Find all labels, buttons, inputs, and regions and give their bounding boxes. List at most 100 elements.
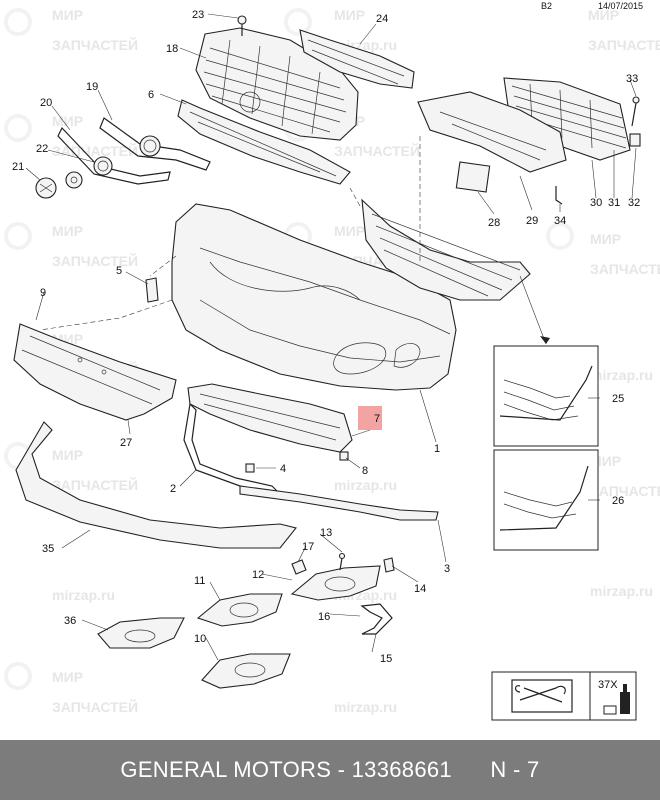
deflector-29 (417, 91, 567, 173)
part-label-8: 8 (362, 465, 368, 477)
part-label-11: 11 (194, 575, 205, 587)
footer-caption: GENERAL MOTORS - 13368661 N - 7 (0, 740, 660, 800)
watermark-line2: ЗАПЧАСТЕЙ (52, 36, 138, 53)
emblem-ring (139, 135, 161, 157)
emblem-21 (35, 171, 83, 199)
bracket-28 (455, 161, 491, 193)
part-label-19: 19 (86, 81, 98, 93)
fog-lamp-bezel-12 (290, 565, 381, 601)
part-label-34: 34 (554, 215, 566, 227)
watermark-line2: ЗАПЧАСТЕЙ (52, 698, 138, 715)
part-label-18: 18 (166, 43, 178, 55)
leader-lines (25, 13, 637, 661)
part-label-27: 27 (120, 437, 132, 449)
part-label-30: 30 (590, 197, 602, 209)
diagram-code: B2 (541, 1, 552, 11)
watermark-site: mirzap.ru (590, 367, 653, 383)
watermark-site: mirzap.ru (52, 587, 115, 603)
watermark-line1: МИР (52, 447, 83, 463)
fog-lamp-bezel-36 (97, 617, 185, 649)
part-label-17: 17 (302, 541, 314, 553)
part-label-12: 12 (252, 569, 264, 581)
part-label-13: 13 (320, 527, 332, 539)
watermark-line1: МИР (52, 7, 83, 23)
part-label-36: 36 (64, 615, 76, 627)
watermark-line2: ЗАПЧАСТЕЙ (52, 476, 138, 493)
bumper-fascia (39, 203, 457, 391)
part-label-28: 28 (488, 217, 500, 229)
legend-quantity: 37X (598, 679, 618, 691)
watermark-line1: МИР (52, 669, 83, 685)
watermark-site: mirzap.ru (334, 699, 397, 715)
part-label-35: 35 (42, 543, 54, 555)
parts-diagram: МИР ЗАПЧАСТЕЙ МИР mirzap.ru МИР ЗАПЧАСТЕ… (4, 1, 660, 721)
grille-insert (177, 91, 351, 185)
emblem-22 (93, 156, 113, 176)
fog-lamp-bezel-11 (196, 593, 283, 627)
part-label-20: 20 (40, 97, 52, 109)
watermark-line1: МИР (334, 7, 365, 23)
diagram-date: 14/07/2015 (598, 1, 643, 11)
grille-shutter-24 (299, 29, 415, 89)
lower-grille (349, 136, 531, 301)
part-label-26: 26 (612, 495, 624, 507)
legend-box: 37X (491, 671, 637, 721)
watermark-line1: МИР (52, 113, 83, 129)
trim-strip-3 (239, 485, 439, 521)
part-label-31: 31 (608, 197, 620, 209)
part-label-5: 5 (116, 265, 122, 277)
watermark-line2: ЗАПЧАСТЕЙ (590, 482, 660, 499)
fog-lamp-bezel-10 (201, 653, 291, 689)
fog-trim-16 (360, 603, 393, 635)
part-label-1: 1 (434, 443, 440, 455)
watermark-line2: ЗАПЧАСТЕЙ (52, 252, 138, 269)
part-label-7: 7 (374, 413, 380, 425)
part-label-3: 3 (444, 563, 450, 575)
part-label-16: 16 (318, 611, 330, 623)
watermark-line2: ЗАПЧАСТЕЙ (334, 142, 420, 159)
clip-32 (629, 133, 641, 147)
part-label-21: 21 (12, 161, 24, 173)
part-label-9: 9 (40, 287, 46, 299)
arrow-head-icon (540, 336, 550, 344)
part-label-32: 32 (628, 197, 640, 209)
clip-34 (555, 186, 563, 205)
part-labels: 7 1 2 3 4 5 6 8 9 10 11 12 13 14 15 16 1… (12, 9, 640, 665)
highlighted-part-box (358, 406, 382, 430)
watermark-line1: МИР (52, 223, 83, 239)
part-label-25: 25 (612, 393, 624, 405)
upper-grille (195, 27, 359, 141)
watermark-line1: МИР (334, 223, 365, 239)
spoiler-2 (183, 402, 282, 495)
part-label-6: 6 (148, 89, 154, 101)
clip-8 (339, 451, 349, 461)
part-label-14: 14 (414, 583, 426, 595)
manual-tools-icon (511, 679, 573, 713)
clip-17 (291, 559, 307, 575)
part-label-29: 29 (526, 215, 538, 227)
bumper-extension-35 (15, 421, 297, 549)
part-label-22: 22 (36, 143, 48, 155)
detail-box-26 (493, 449, 599, 551)
bracket-5 (145, 277, 159, 303)
arrow-to-detail (519, 275, 547, 345)
clip-4 (245, 463, 255, 473)
watermark-line1: МИР (590, 231, 621, 247)
adhesive-bottle-icon (603, 684, 630, 715)
watermark-line2: ЗАПЧАСТЕЙ (588, 36, 660, 53)
watermark-site: mirzap.ru (334, 477, 397, 493)
detail-box-25 (493, 345, 599, 447)
watermark-line1: МИР (588, 7, 619, 23)
part-label-23: 23 (192, 9, 204, 21)
part-label-2: 2 (170, 483, 176, 495)
part-label-33: 33 (626, 73, 638, 85)
lower-grille-trim (57, 126, 171, 185)
screw-13 (338, 552, 346, 571)
watermark-line2: ЗАПЧАСТЕЙ (52, 142, 138, 159)
part-label-24: 24 (376, 13, 388, 25)
watermark-line2: ЗАПЧАСТЕЙ (590, 260, 660, 277)
part-label-4: 4 (280, 463, 286, 475)
part-label-15: 15 (380, 653, 392, 665)
clip-14 (383, 557, 395, 573)
undertray-7 (187, 383, 353, 453)
